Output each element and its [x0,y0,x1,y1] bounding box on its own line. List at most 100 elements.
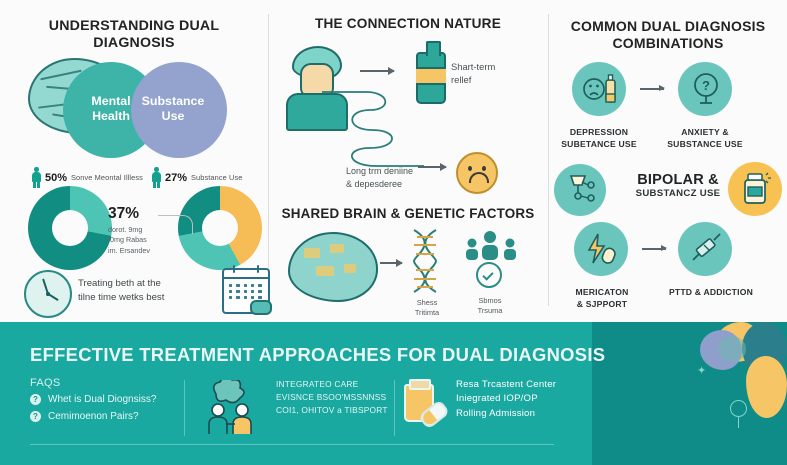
integrated-line1: INTEGRATEO CARE [276,379,359,389]
arrow-to-bottle-icon [360,67,395,74]
severe-mental-illness-donut [28,186,112,270]
clock-icon [24,270,72,318]
caption-line2: Tritimta [414,308,440,318]
calendar-icon [221,265,272,315]
treating-both-callout: Treating beth at the tilne time wetks be… [78,277,206,305]
venn-label-line1: Substance [141,94,205,108]
lightning-bolt-icon [587,233,616,264]
bottle-icon [415,41,447,104]
faq-item[interactable]: ? Cemimoenon Pairs? [30,411,156,422]
column-divider-1 [268,14,269,306]
center-line2: Iniegrated IOP/OP [456,393,538,405]
syringe-icon [692,233,721,261]
donut-hole [202,210,238,246]
brain-icon [288,232,378,302]
understanding-column: UNDERSTANDING DUAL DIAGNOSIS Mental Heal… [0,0,272,322]
depression-substance-use-label: DEPRESSION SUBETANCE USE [558,126,640,151]
sad-face-icon [456,152,498,194]
callout-line1: Treating beth at the [78,278,161,289]
stat-substance-use: 27% Substance Use [152,167,242,188]
top-panels: UNDERSTANDING DUAL DIAGNOSIS Mental Heal… [0,0,787,322]
pill-jar-icon [744,172,771,204]
caption-line1: Sbmos [478,296,502,305]
venn-label-line2: Use [161,108,185,123]
depression-circle [572,62,626,116]
long-term-decline-label: Long trm deniine & depesderee [346,165,456,191]
callout-line2: tilne time wetks best [78,291,165,303]
combo-label-line2: & SJPPORT [576,299,628,310]
venn-label-line1: Mental [91,94,131,108]
decor-blob-teal [718,336,746,362]
person-body [286,93,348,131]
combo-label-line1: ANXIETY & [681,127,729,137]
connection-title: THE CONNECTION NATURE [315,16,501,31]
center-stat-line3: im. Ersandev [108,245,150,255]
banner-divider-1 [184,380,185,436]
decor-blob-yellow-2 [746,356,787,418]
dna-icon [412,229,438,293]
wine-glass-network-icon [569,175,595,202]
combinations-column: COMMON DUAL DIAGNOSIS COMBINATIONS ? [548,0,787,322]
banner-divider-2 [394,380,395,436]
downward-spiral-icon [322,91,424,167]
venn-overlap-region [131,62,159,158]
combo-label-line1: DEPRESSION [569,127,629,137]
combo-label-line2: SUBETANCE USE [561,139,637,150]
venn-label-mental-health: Mental Health [76,94,146,123]
arrow-depression-to-anxiety-icon [640,85,665,91]
two-people-talking-icon [208,380,252,434]
arrow-to-sad-face-icon [418,163,447,170]
stat-value: 50% [45,171,68,184]
long-term-line2: & depesderee [346,179,403,190]
lollipop-decor-icon [730,400,747,428]
question-mark-mirror-icon: ? [694,73,718,104]
short-term-line2: rellef [451,74,472,86]
anxiety-substance-use-label: ANXIETY & SUBSTANCE USE [662,126,748,151]
sparkle-icon: ✦ [697,365,707,377]
center-stat-value: 37% [108,205,140,222]
family-group-icon [466,231,516,260]
sad-face-bottle-icon [583,74,616,103]
combinations-title-line1: COMMON DUAL DIAGNOSIS [570,18,766,34]
svg-text:?: ? [702,78,710,93]
long-term-line1: Long trm deniine [346,166,414,176]
question-mark-icon: ? [30,411,41,422]
stress-trauma-caption-1: Shess Tritimta [406,298,448,319]
venn-label-line2: Health [92,108,130,123]
caption-line2: Trsuma [477,306,503,316]
center-stat-line1: dorot. 9mg [108,225,143,234]
stat-label: Sonve Meontal Illless [71,173,143,182]
combinations-title-line2: COMBINATIONS [612,35,724,52]
banner-headline: EFFECTIVE TREATMENT APPROACHES FOR DUAL … [30,344,606,365]
center-info-text: Resa Trcastent Center Iniegrated IOP/OP … [456,378,586,421]
arrow-to-dna-icon [380,259,403,266]
understanding-title: UNDERSTANDING DUAL DIAGNOSIS [48,18,220,52]
stress-trauma-caption-2: Sbmos Trsuma [464,296,516,317]
banner-left-panel [0,322,592,465]
check-circle-icon [476,262,502,288]
leader-line [158,215,193,234]
combo-label-line1: MERICATON [575,287,629,297]
shared-factors-title: SHARED BRAIN & GENETIC FACTORS [281,206,535,221]
center-stat-line2: I0mg Rabas [108,235,147,245]
bipolar-line2: SUBSTANCZ USE [635,188,721,199]
ptsd-addiction-label: PTTD & ADDICTION [656,286,766,298]
bipolar-line1: BIPOLAR & [637,172,719,188]
integrated-care-text: INTEGRATEO CARE EVISNCE BSOO'MSSNNSS COI… [276,378,396,417]
caption-line1: Shess [416,298,438,307]
faq-heading: FAQS [30,377,61,389]
arrow-medication-to-ptsd-icon [642,245,667,251]
center-line1: Resa Trcastent Center [456,379,557,390]
faq-item[interactable]: ? Whet is Dual Diognsiss? [30,394,156,405]
center-line3: Rolling Admission [456,407,536,419]
bipolar-heading: BIPOLAR & SUBSTANCZ USE [614,172,742,199]
question-mark-icon: ? [30,394,41,405]
faq-text: Whet is Dual Diognsiss? [48,394,157,405]
banner-underline [30,444,554,446]
short-term-relief-label: Shart-term rellef [451,60,521,86]
stat-value: 27% [165,171,188,184]
person-icon [32,167,41,188]
connection-column: THE CONNECTION NATURE Shart-term rellef … [268,0,548,322]
donut-hole [52,210,88,246]
